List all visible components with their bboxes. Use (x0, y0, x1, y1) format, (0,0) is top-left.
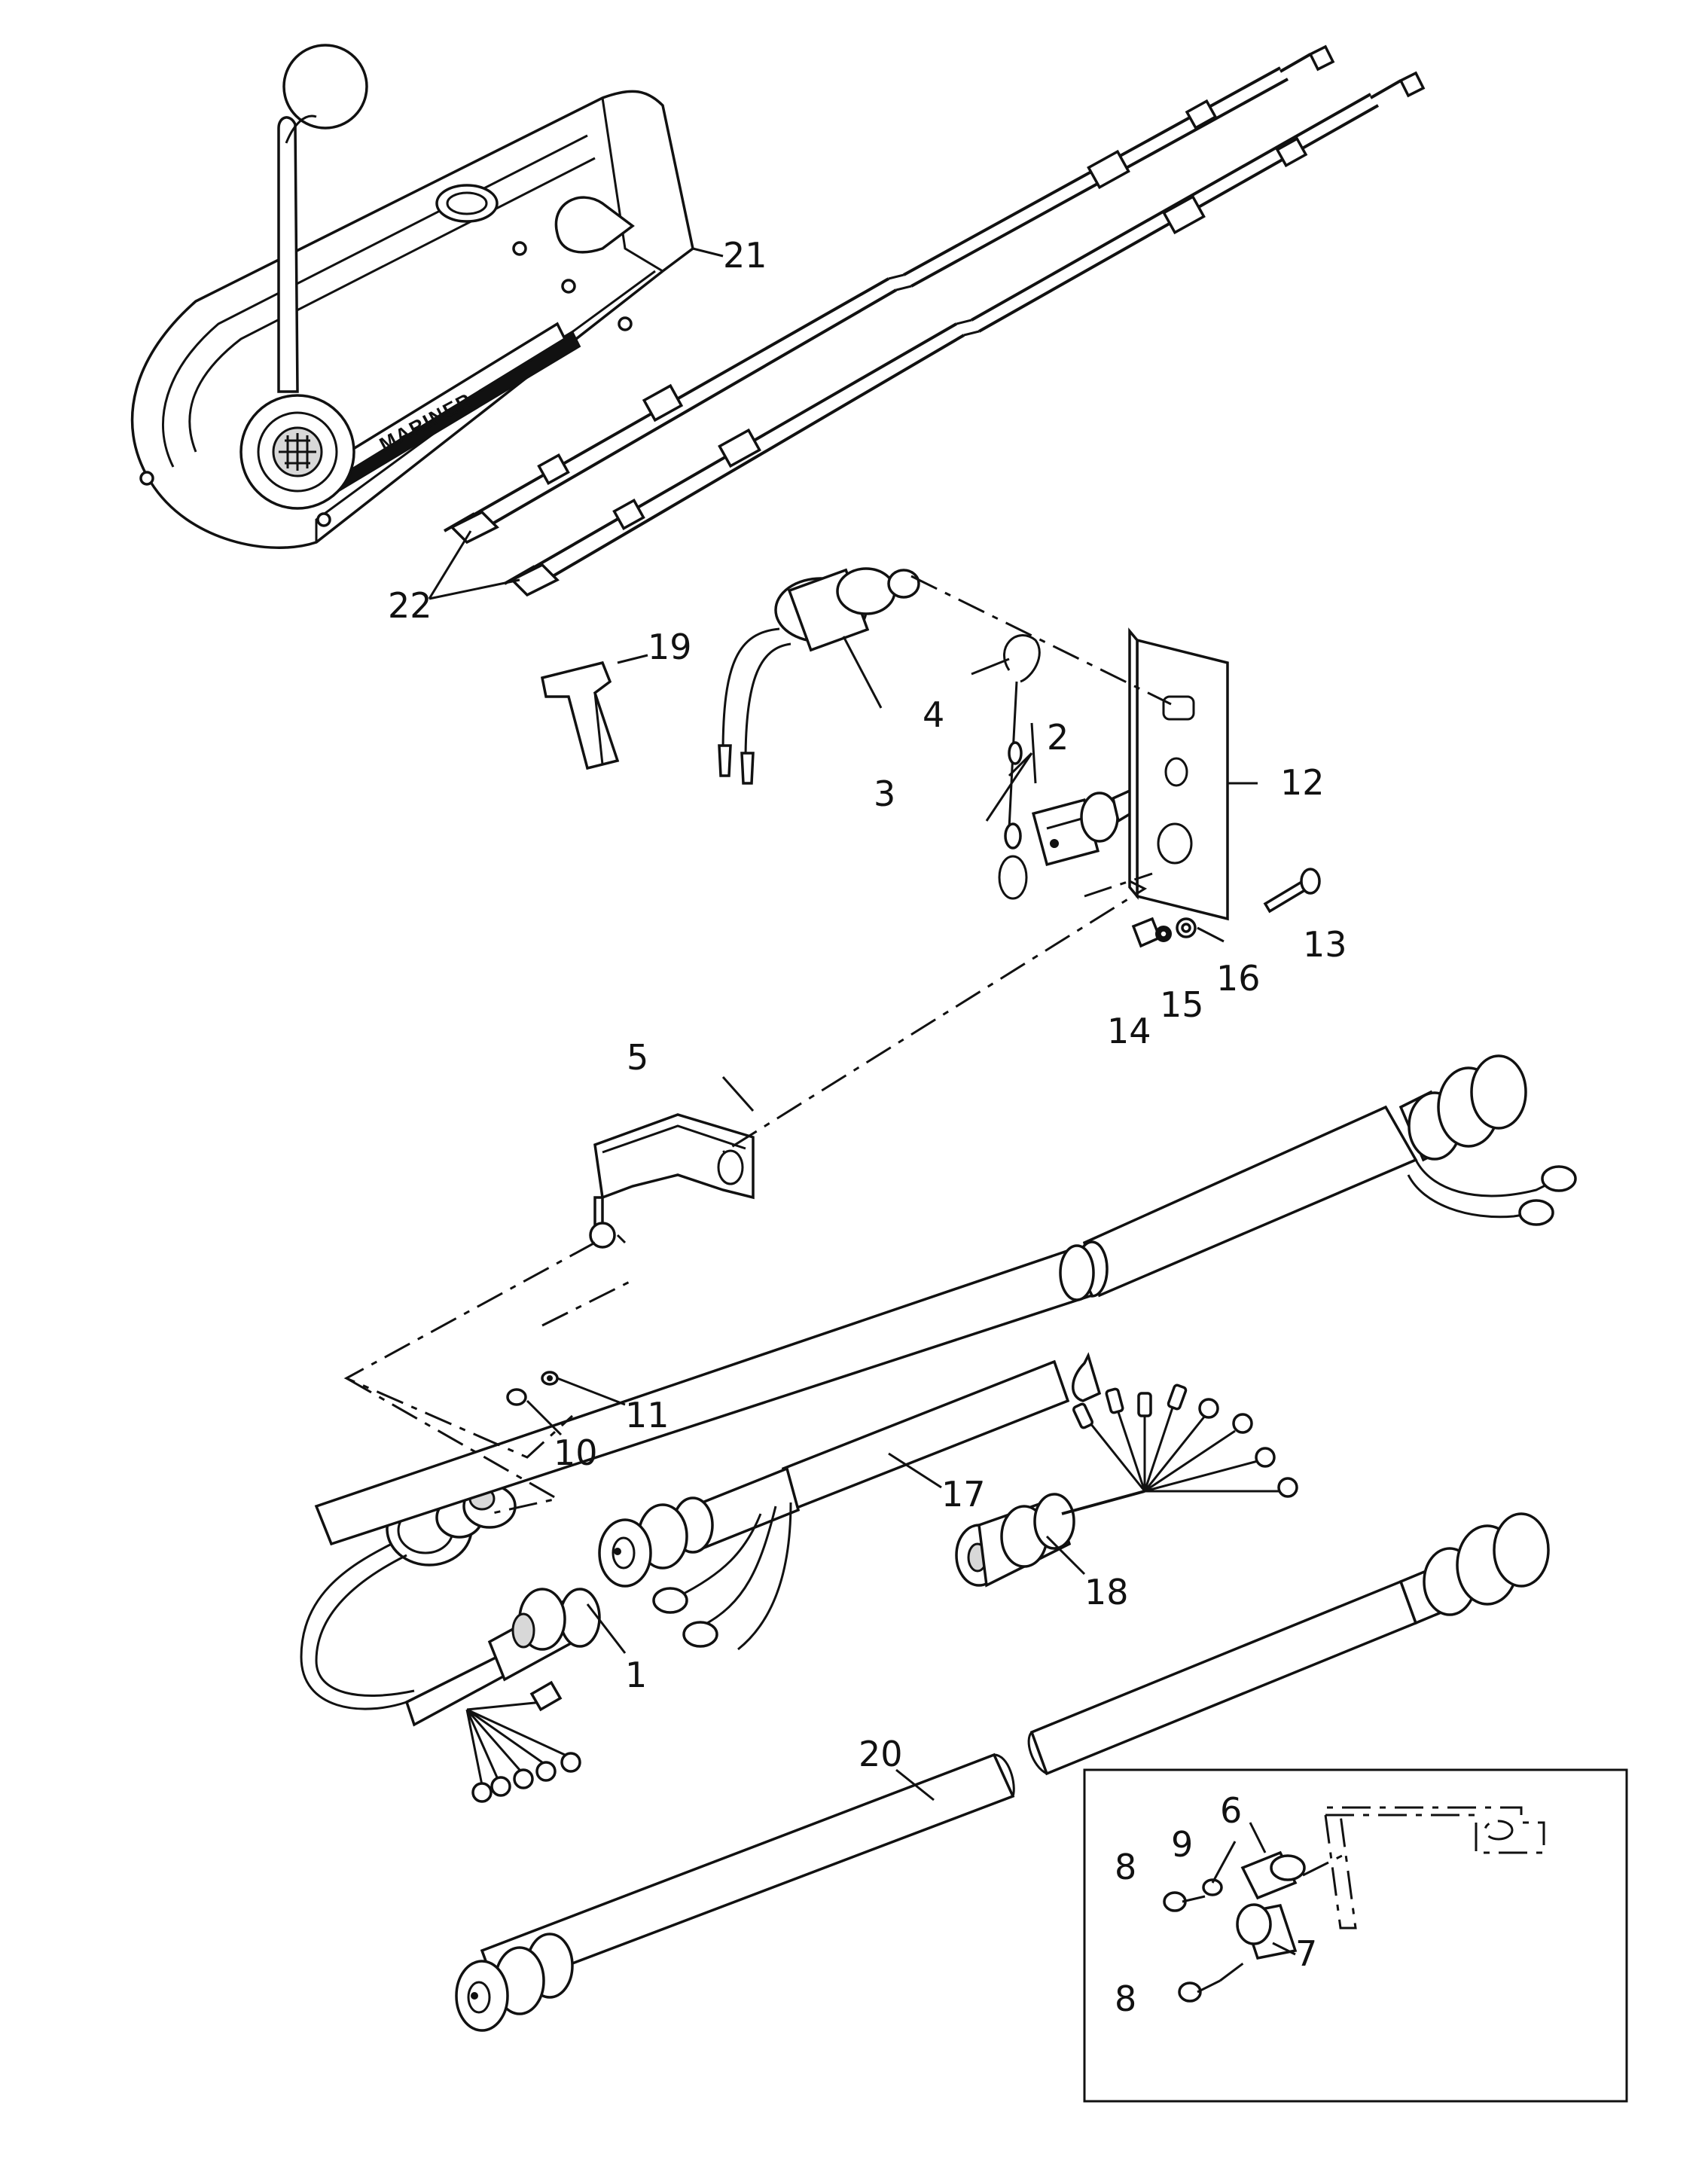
callout-22: 22 (388, 585, 432, 626)
callout-10: 10 (554, 1432, 598, 1473)
callout-11: 11 (625, 1395, 669, 1435)
harness-17-visible (598, 1352, 1102, 1651)
callout-numbers: 21 22 19 3 4 2 12 13 16 15 14 5 11 10 17… (388, 235, 1347, 2019)
inset-box (1083, 1768, 1628, 2103)
callout-16: 16 (1216, 958, 1261, 999)
callout-18: 18 (1084, 1572, 1129, 1612)
callout-14: 14 (1107, 1011, 1151, 1051)
callout-1: 1 (625, 1655, 647, 1695)
callout-8a: 8 (1115, 1847, 1136, 1887)
alignment-lines (343, 575, 1172, 1515)
callout-6: 6 (1220, 1790, 1242, 1831)
callout-13: 13 (1303, 924, 1347, 965)
bracket-19 (540, 660, 620, 770)
callout-19: 19 (648, 627, 692, 667)
callout-17: 17 (941, 1474, 986, 1515)
callout-15: 15 (1160, 984, 1204, 1025)
bolt-and-nut (1131, 868, 1321, 948)
toggle-switch (1031, 789, 1135, 867)
extension-harness-20 (455, 1512, 1550, 2032)
control-cables (444, 44, 1426, 597)
callout-3: 3 (874, 773, 895, 814)
lanyard (998, 634, 1041, 900)
callout-7: 7 (1295, 1933, 1317, 1974)
connector-18 (955, 1383, 1298, 1588)
callout-21: 21 (723, 235, 767, 276)
leader-lines (428, 247, 1296, 1956)
callout-9: 9 (1171, 1824, 1193, 1865)
callout-12: 12 (1280, 762, 1325, 803)
callout-20: 20 (859, 1734, 903, 1774)
callout-4: 4 (923, 694, 944, 735)
bracket-5 (589, 1113, 755, 1249)
ignition-switch-sensor (718, 567, 920, 785)
main-harness-17 (314, 1054, 1577, 1546)
screw-and-washer (506, 1371, 559, 1406)
callout-5: 5 (627, 1037, 648, 1078)
callout-8b: 8 (1115, 1978, 1136, 2019)
remote-control-box: MARINER (130, 44, 694, 549)
callout-2: 2 (1047, 717, 1069, 758)
mounting-plate (1128, 627, 1229, 921)
